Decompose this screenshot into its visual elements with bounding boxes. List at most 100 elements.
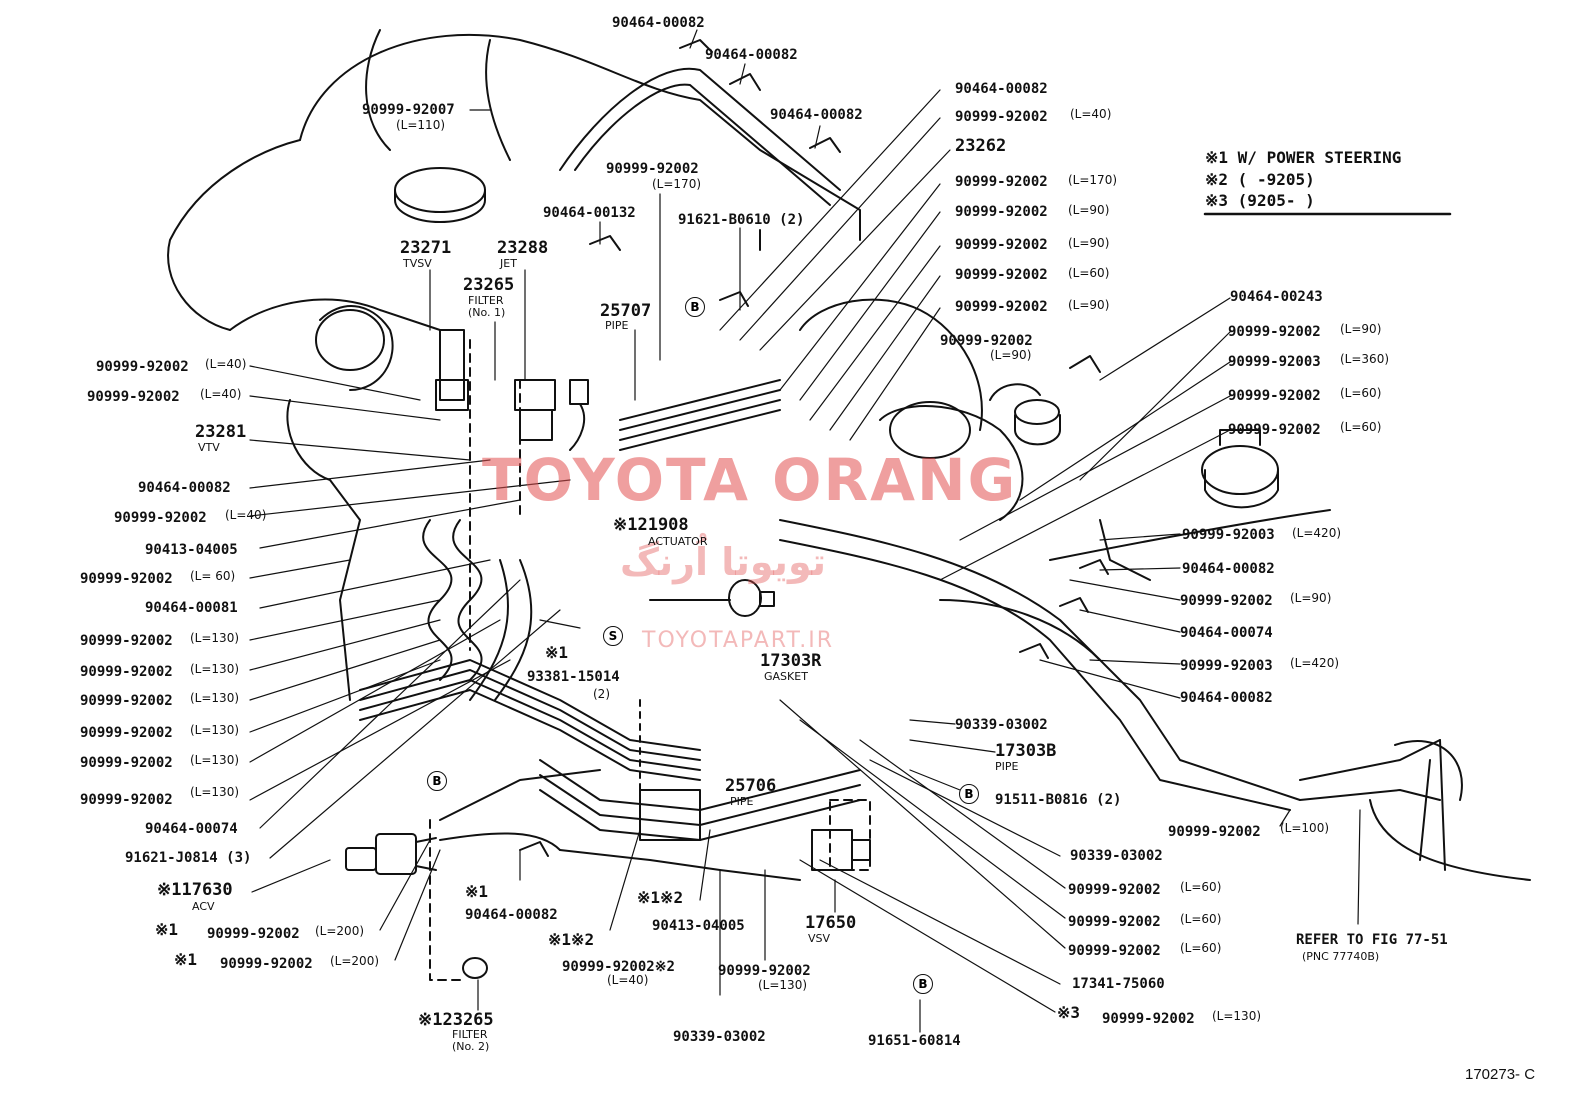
- part-label[interactable]: 90999-92002: [955, 299, 1048, 315]
- part-name: VTV: [198, 441, 220, 454]
- part-name: (No. 1): [468, 306, 506, 319]
- part-label[interactable]: 90999-92002: [1228, 388, 1321, 404]
- part-label[interactable]: 90999-92002: [955, 109, 1048, 125]
- part-name: TVSV: [403, 257, 432, 270]
- part-label[interactable]: 90999-92002: [1228, 422, 1321, 438]
- part-label[interactable]: 90339-03002: [1070, 848, 1163, 864]
- part-label[interactable]: 90999-92003: [1228, 354, 1321, 370]
- part-label[interactable]: 17303B: [995, 741, 1057, 761]
- part-label[interactable]: 90464-00082: [138, 480, 231, 496]
- part-label[interactable]: 90999-92002: [87, 389, 180, 405]
- part-label[interactable]: 23265: [463, 275, 515, 295]
- part-label[interactable]: 90999-92002: [1168, 824, 1261, 840]
- part-label[interactable]: 90999-92002: [1102, 1011, 1195, 1027]
- part-label[interactable]: ※123265: [418, 1010, 494, 1030]
- part-label[interactable]: 90999-92002: [1228, 324, 1321, 340]
- part-label[interactable]: 90413-04005: [652, 918, 745, 934]
- part-label[interactable]: ※121908: [613, 515, 689, 535]
- legend-line-1: ※1 W/ POWER STEERING: [1205, 148, 1402, 167]
- hose-length: (L=90): [1068, 236, 1110, 250]
- part-label[interactable]: 90999-92002: [80, 693, 173, 709]
- note-mark: ※1※2: [637, 888, 684, 907]
- part-label[interactable]: 90999-92002: [220, 956, 313, 972]
- hose-length: (L=110): [396, 118, 446, 132]
- part-label[interactable]: 91651-60814: [868, 1033, 961, 1049]
- part-label[interactable]: 90464-00082: [1180, 690, 1273, 706]
- part-label[interactable]: 90999-92002: [114, 510, 207, 526]
- part-name: ACV: [192, 900, 215, 913]
- part-name: VSV: [808, 932, 831, 945]
- part-label[interactable]: 23281: [195, 422, 247, 442]
- part-label[interactable]: 23271: [400, 238, 452, 258]
- part-label[interactable]: 90464-00082: [955, 81, 1048, 97]
- part-label[interactable]: 90999-92002: [96, 359, 189, 375]
- part-name: PIPE: [605, 319, 629, 332]
- part-label[interactable]: 25707: [600, 301, 652, 321]
- part-label[interactable]: 90999-92002: [606, 161, 699, 177]
- hose-length: (L=90): [1068, 203, 1110, 217]
- part-label[interactable]: 91621-J0814 (3): [125, 850, 252, 866]
- reference-note[interactable]: REFER TO FIG 77-51: [1296, 932, 1448, 948]
- hose-length: (L=200): [315, 924, 365, 938]
- part-label[interactable]: 90999-92002: [80, 792, 173, 808]
- part-label[interactable]: 91511-B0816 (2): [995, 792, 1122, 808]
- note-mark: ※1: [174, 950, 198, 969]
- part-label[interactable]: 90464-00081: [145, 600, 238, 616]
- part-label[interactable]: 25706: [725, 776, 777, 796]
- part-label[interactable]: 90999-92002: [1068, 882, 1161, 898]
- hose-length: (L=420): [1290, 656, 1340, 670]
- part-label[interactable]: 90999-92003: [1182, 527, 1275, 543]
- part-label[interactable]: 90999-92002: [1180, 593, 1273, 609]
- part-label[interactable]: 90999-92003: [1180, 658, 1273, 674]
- part-name: FILTER: [468, 294, 504, 307]
- note-mark: ※3: [1057, 1003, 1081, 1022]
- part-label[interactable]: 90999-92002: [955, 174, 1048, 190]
- hose-length: (L=90): [1068, 298, 1110, 312]
- part-label[interactable]: 17341-75060: [1072, 976, 1165, 992]
- watermark-farsi: تویوتا اُرنگ: [620, 540, 827, 584]
- part-label[interactable]: 91621-B0610 (2): [678, 212, 805, 228]
- part-label[interactable]: 93381-15014: [527, 669, 620, 685]
- part-label[interactable]: 90464-00082: [770, 107, 863, 123]
- part-label[interactable]: 90464-00074: [145, 821, 238, 837]
- part-label[interactable]: 17303R: [760, 651, 822, 671]
- part-label[interactable]: 90999-92002: [207, 926, 300, 942]
- part-label[interactable]: 90999-92002: [80, 755, 173, 771]
- air-cleaner-outline: [299, 33, 861, 241]
- marker-b: B: [427, 771, 447, 791]
- part-label[interactable]: 90464-00074: [1180, 625, 1273, 641]
- part-label[interactable]: 90413-04005: [145, 542, 238, 558]
- part-label[interactable]: 90339-03002: [673, 1029, 766, 1045]
- part-label[interactable]: 90999-92002: [80, 571, 173, 587]
- part-label[interactable]: 17650: [805, 913, 857, 933]
- hose-length: (L=60): [1180, 880, 1222, 894]
- part-label[interactable]: 90464-00082: [612, 15, 705, 31]
- part-label[interactable]: 90999-92002: [940, 333, 1033, 349]
- part-label[interactable]: 23262: [955, 136, 1007, 156]
- hose-length: (L=130): [190, 631, 240, 645]
- legend-line-3: ※3 (9205- ): [1205, 191, 1315, 210]
- hose-length: (L=130): [190, 753, 240, 767]
- part-label[interactable]: 90999-92002※2: [562, 959, 675, 975]
- part-label[interactable]: 90999-92002: [1068, 943, 1161, 959]
- part-label[interactable]: 90339-03002: [955, 717, 1048, 733]
- part-label[interactable]: 90464-00082: [705, 47, 798, 63]
- hose-length: (L=40): [205, 357, 247, 371]
- part-label[interactable]: 90999-92002: [955, 267, 1048, 283]
- part-label[interactable]: 90999-92007: [362, 102, 455, 118]
- part-label[interactable]: 90999-92002: [80, 725, 173, 741]
- part-label[interactable]: 90999-92002: [955, 237, 1048, 253]
- part-label[interactable]: 90464-00082: [1182, 561, 1275, 577]
- part-label[interactable]: 90999-92002: [718, 963, 811, 979]
- part-label[interactable]: 90999-92002: [80, 633, 173, 649]
- part-label[interactable]: 23288: [497, 238, 549, 258]
- part-label[interactable]: 90999-92002: [1068, 914, 1161, 930]
- part-label[interactable]: 90999-92002: [80, 664, 173, 680]
- part-label[interactable]: 90464-00243: [1230, 289, 1323, 305]
- part-label[interactable]: ※117630: [157, 880, 233, 900]
- part-label[interactable]: 90464-00132: [543, 205, 636, 221]
- figure-reference: 170273- C: [1465, 1066, 1536, 1083]
- part-label[interactable]: 90464-00082: [465, 907, 558, 923]
- part-label[interactable]: 90999-92002: [955, 204, 1048, 220]
